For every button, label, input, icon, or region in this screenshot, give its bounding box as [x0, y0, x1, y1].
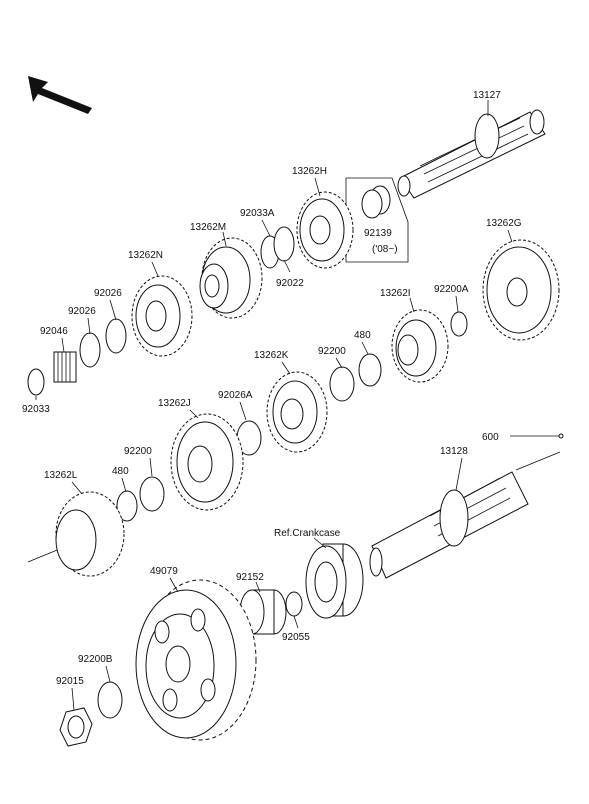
bearing-92139-group — [345, 177, 409, 263]
label-92026-a: 92026 — [94, 288, 122, 299]
washer-92026-a — [105, 318, 127, 354]
washer-92026-b — [79, 332, 101, 368]
gear-13262M — [199, 237, 263, 319]
label-92200-a: 92200 — [318, 346, 346, 357]
label-13128: 13128 — [440, 446, 468, 457]
label-13262H: 13262H — [292, 166, 327, 177]
gear-13262N — [131, 275, 193, 357]
label-92200-b: 92200 — [124, 446, 152, 457]
label-92033: 92033 — [22, 404, 50, 415]
label-92139: 92139 — [364, 228, 392, 239]
washer-92022 — [273, 226, 295, 262]
label-13262M: 13262M — [190, 222, 226, 233]
sprocket-49079 — [135, 579, 257, 741]
needle-bearing-92046 — [53, 351, 77, 383]
washer-92200A — [450, 311, 468, 337]
washer-92200-b — [139, 476, 165, 512]
label-92022: 92022 — [276, 278, 304, 289]
label-13262L: 13262L — [44, 470, 78, 481]
label-92200A: 92200A — [434, 284, 469, 295]
label-13262K: 13262K — [254, 350, 289, 361]
label-480-a: 480 — [354, 330, 371, 341]
label-ref-crankcase: Ref.Crankcase — [274, 528, 341, 539]
washer-92200B — [97, 681, 123, 719]
shaft-13127 — [397, 109, 546, 199]
direction-arrow-icon — [28, 76, 92, 114]
label-49079: 49079 — [150, 566, 178, 577]
circlip-480-b — [116, 490, 138, 522]
label-13262I: 13262I — [380, 288, 411, 299]
label-92026-b: 92026 — [68, 306, 96, 317]
shaft-13128 — [369, 451, 561, 579]
label-92055: 92055 — [282, 632, 310, 643]
label-92200B: 92200B — [78, 654, 113, 665]
dowel-600 — [558, 433, 564, 439]
gear-13262G — [482, 239, 560, 341]
ring-92033 — [27, 368, 45, 396]
o-ring-92055 — [285, 591, 303, 617]
label-13262G: 13262G — [486, 218, 522, 229]
gear-13262I — [391, 309, 449, 383]
gear-13262L — [27, 491, 125, 577]
nut-92015 — [59, 707, 93, 747]
washer-92200-a — [329, 366, 355, 402]
label-92046: 92046 — [40, 326, 68, 337]
label-08: ('08~) — [372, 244, 398, 255]
circlip-480-a — [358, 353, 382, 387]
label-92026A: 92026A — [218, 390, 253, 401]
label-92015: 92015 — [56, 676, 84, 687]
label-92152: 92152 — [236, 572, 264, 583]
label-600: 600 — [482, 432, 499, 443]
label-13127: 13127 — [473, 90, 501, 101]
gear-13262J — [170, 413, 244, 511]
gear-13262H — [296, 191, 354, 269]
leader-lines — [35, 100, 513, 711]
collar-92152 — [239, 589, 287, 635]
ball-bearing-ref-crankcase — [305, 543, 364, 619]
label-480-b: 480 — [112, 466, 129, 477]
gear-13262K — [266, 371, 328, 453]
label-13262N: 13262N — [128, 250, 163, 261]
label-13262J: 13262J — [158, 398, 191, 409]
label-92033A: 92033A — [240, 208, 275, 219]
